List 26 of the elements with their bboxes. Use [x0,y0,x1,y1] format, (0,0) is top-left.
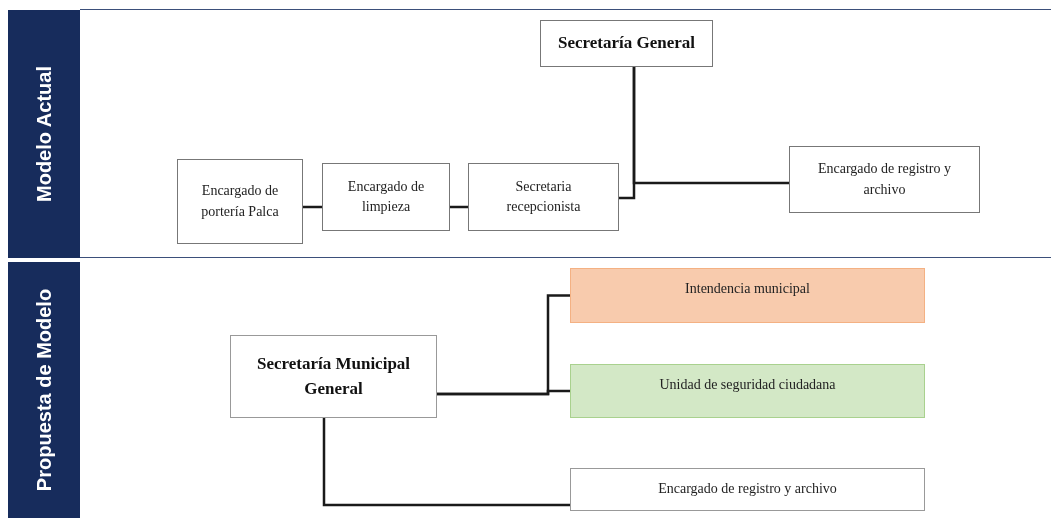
org-box [322,163,450,231]
row-header-text: Propuesta de Modelo [32,288,56,492]
org-box [468,163,619,231]
box-text: Encargado de portería Palca [200,182,280,221]
box-text: Unidad de seguridad ciudadana [659,375,836,394]
row-header-band [8,10,80,258]
connector-line [322,418,570,507]
connector-line [303,205,322,209]
org-box [540,20,713,67]
box-text: Secretaría Municipal General [255,352,412,400]
org-box [570,468,925,511]
box-text: Encargado de registro y archivo [816,160,953,199]
connector-line [437,389,570,396]
box-text: Encargado de registro y archivo [658,480,837,499]
org-box [230,335,437,418]
box-text: Secretaria recepcionista [505,177,582,216]
org-box [789,146,980,213]
org-box [177,159,303,244]
box-text: Secretaría General [557,32,695,55]
row-header-text: Modelo Actual [32,66,56,202]
box-text: Intendencia municipal [685,280,810,299]
org-box [570,364,925,418]
connector-line [632,67,789,185]
row-header-band [8,262,80,518]
box-text: Encargado de limpieza [346,177,426,216]
org-box [570,268,925,323]
